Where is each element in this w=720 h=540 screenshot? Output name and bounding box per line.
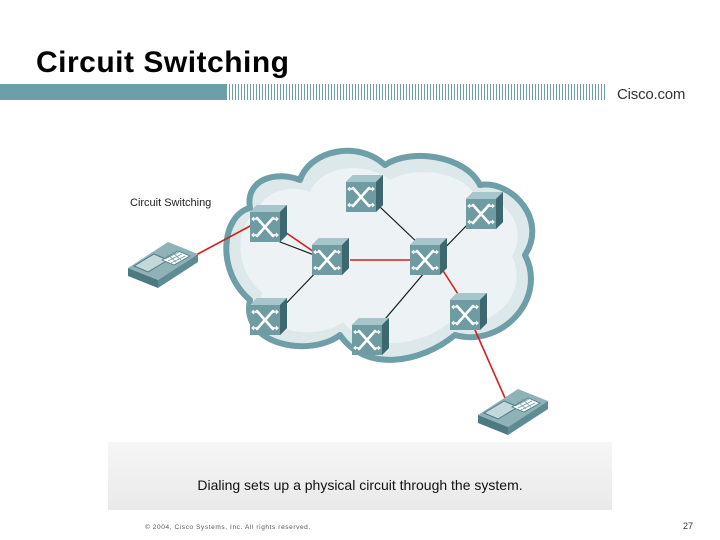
caption: Dialing sets up a physical circuit throu… [197, 477, 523, 493]
header-bar [0, 84, 720, 100]
slide-title: Circuit Switching [36, 46, 290, 79]
switch-icon [464, 190, 505, 231]
telephone-icon [477, 388, 549, 436]
header-bar-stripes [226, 84, 606, 100]
telephone-icon [127, 241, 199, 289]
switch-icon [448, 291, 489, 332]
switch-icon [310, 236, 351, 277]
diagram-label: Circuit Switching [130, 197, 212, 209]
switch-icon [350, 316, 391, 357]
cisco-logo: Cisco.com [617, 86, 686, 103]
header-bar-solid [0, 84, 226, 100]
switch-icon [344, 173, 385, 214]
network-diagram [127, 147, 549, 436]
copyright-notice: © 2004, Cisco Systems, Inc. All rights r… [145, 524, 311, 531]
caption-band: Dialing sets up a physical circuit throu… [108, 442, 612, 510]
page-number: 27 [683, 521, 694, 531]
switch-icon [248, 296, 289, 337]
switch-icon [408, 236, 449, 277]
switch-icon [248, 203, 289, 244]
